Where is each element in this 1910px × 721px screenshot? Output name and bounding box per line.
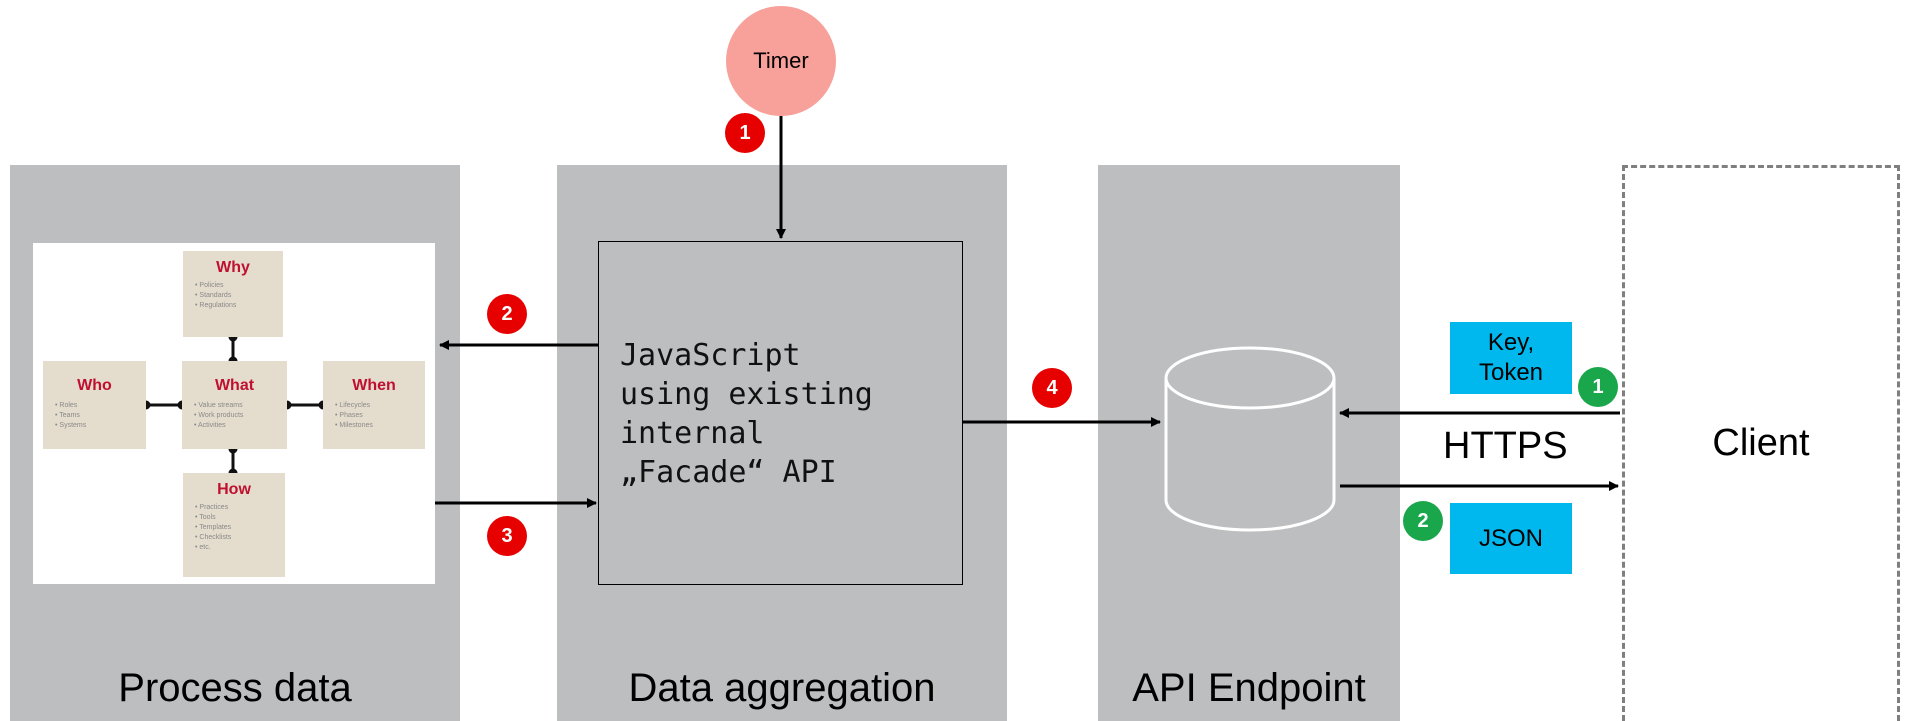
how-item: etc. xyxy=(195,543,231,553)
how-item: Practices xyxy=(195,503,231,513)
what-card-title: What xyxy=(214,377,255,394)
client-step-badge-2: 2 xyxy=(1403,501,1443,541)
step-badge-3: 3 xyxy=(487,516,527,556)
response-payload-label: JSON xyxy=(1450,503,1572,574)
what-item: Value streams xyxy=(194,401,243,411)
why-item: Policies xyxy=(195,281,236,291)
who-item: Roles xyxy=(55,401,86,411)
data-aggregation-panel: Data aggregation xyxy=(557,165,1007,721)
client-step-badge-1: 1 xyxy=(1578,367,1618,407)
timer-label: Timer xyxy=(753,48,809,73)
what-card-list: Value streams Work products Activities xyxy=(194,401,243,431)
how-card: How Practices Tools Templates Checklists… xyxy=(183,473,285,577)
how-card-title: How xyxy=(217,481,251,498)
request-payload-line: Key, xyxy=(1487,329,1535,356)
https-label: HTTPS xyxy=(1443,425,1568,467)
why-card-title: Why xyxy=(216,259,250,276)
who-card: Who Roles Teams Systems xyxy=(43,361,146,449)
why-card-list: Policies Standards Regulations xyxy=(195,281,236,311)
request-payload-line: Token xyxy=(1478,359,1544,386)
who-item: Systems xyxy=(55,421,86,431)
how-item: Templates xyxy=(195,523,231,533)
what-item: Work products xyxy=(194,411,243,421)
javascript-box-line: „Facade“ API xyxy=(620,455,837,490)
javascript-box-line: internal xyxy=(620,416,765,451)
what-item: Activities xyxy=(194,421,243,431)
why-item: Regulations xyxy=(195,301,236,311)
what-card: What Value streams Work products Activit… xyxy=(182,361,287,449)
client-box xyxy=(1622,165,1900,721)
javascript-box xyxy=(598,241,963,585)
step-badge-4: 4 xyxy=(1032,368,1072,408)
process-data-image: Why Policies Standards Regulations Who R… xyxy=(33,243,435,584)
how-card-list: Practices Tools Templates Checklists etc… xyxy=(195,503,231,553)
api-endpoint-panel: API Endpoint xyxy=(1098,165,1400,721)
client-label: Client xyxy=(1712,422,1810,464)
database-icon xyxy=(1164,346,1336,532)
data-aggregation-title: Data aggregation xyxy=(628,666,936,710)
when-item: Milestones xyxy=(335,421,372,431)
when-item: Lifecycles xyxy=(335,401,373,411)
when-item: Phases xyxy=(335,411,373,421)
request-payload-label: Key, Token xyxy=(1450,322,1572,394)
step-badge-1: 1 xyxy=(725,113,765,153)
why-item: Standards xyxy=(195,291,236,301)
who-card-list: Roles Teams Systems xyxy=(55,401,86,431)
when-card-list: Lifecycles Phases Milestones xyxy=(335,401,373,431)
when-card-title: When xyxy=(352,377,396,394)
api-endpoint-title: API Endpoint xyxy=(1132,666,1366,710)
timer-node: Timer xyxy=(726,6,836,116)
process-data-title: Process data xyxy=(118,666,352,710)
step-badge-2: 2 xyxy=(487,294,527,334)
why-card: Why Policies Standards Regulations xyxy=(183,251,283,337)
javascript-box-text: JavaScript using existing internal „Faca… xyxy=(620,336,950,492)
how-item: Tools xyxy=(195,513,231,523)
javascript-box-line: using existing xyxy=(620,377,873,412)
how-item: Checklists xyxy=(195,533,231,543)
javascript-box-line: JavaScript xyxy=(620,338,801,373)
when-card: When Lifecycles Phases Milestones xyxy=(323,361,425,449)
who-item: Teams xyxy=(55,411,86,421)
who-card-title: Who xyxy=(77,377,112,394)
